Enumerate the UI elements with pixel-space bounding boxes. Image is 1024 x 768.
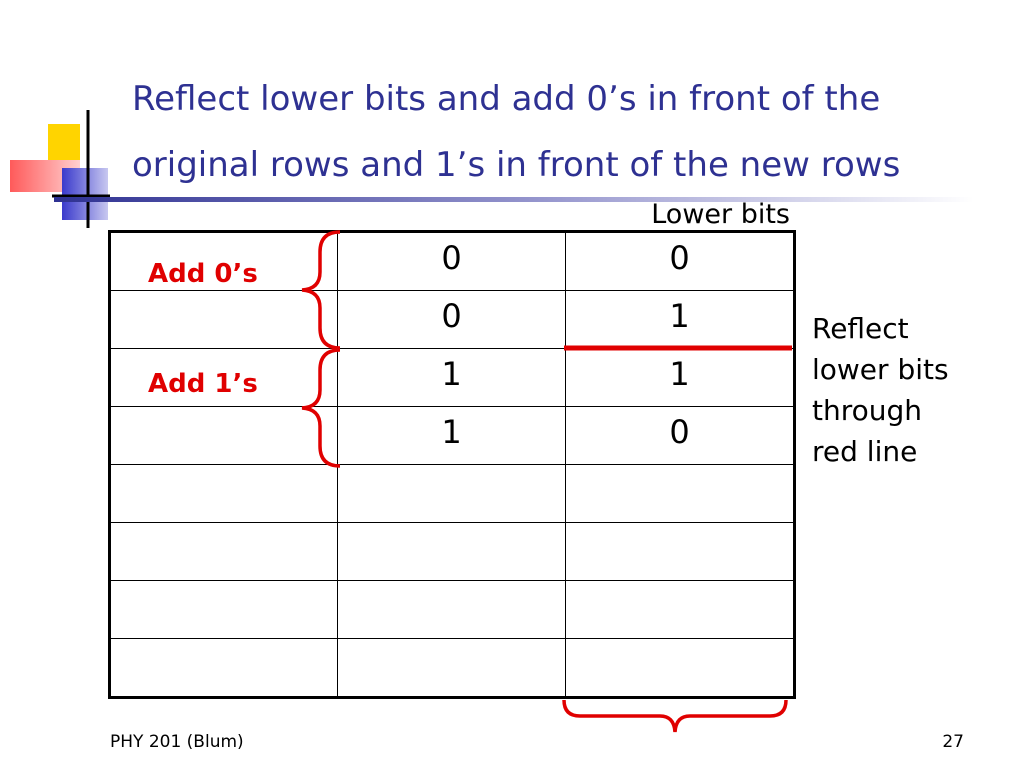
table-cell: 0 xyxy=(565,406,795,465)
page-number: 27 xyxy=(942,732,964,752)
slide-title: Reflect lower bits and add 0’s in front … xyxy=(132,66,1012,198)
table-cell xyxy=(565,522,795,581)
table-cell xyxy=(337,522,566,581)
table-cell: 1 xyxy=(565,348,795,407)
table-cell xyxy=(109,348,338,407)
footer-course: PHY 201 (Blum) xyxy=(110,732,244,752)
slide-title-line-2: original rows and 1’s in front of the ne… xyxy=(132,145,901,185)
table-cell: 1 xyxy=(337,406,566,465)
table-cell xyxy=(337,580,566,639)
title-underline xyxy=(54,197,974,202)
table-cell: 1 xyxy=(337,348,566,407)
table-cell: 0 xyxy=(565,231,795,291)
table-cell xyxy=(109,406,338,465)
table-cell xyxy=(565,638,795,698)
brace-lower-bits xyxy=(562,699,788,733)
table-cell xyxy=(109,290,338,349)
table-cell xyxy=(109,638,338,698)
table-cell xyxy=(565,464,795,523)
table-cell: 0 xyxy=(337,231,566,291)
add-ones-label: Add 1’s xyxy=(148,369,258,399)
table-cell xyxy=(109,464,338,523)
table-row xyxy=(109,580,795,639)
lower-bits-header: Lower bits xyxy=(651,199,790,230)
table-cell xyxy=(565,580,795,639)
table-cell xyxy=(109,522,338,581)
table-cell xyxy=(109,580,338,639)
table-cell xyxy=(109,231,338,291)
table-row xyxy=(109,464,795,523)
table-cell: 1 xyxy=(565,290,795,349)
table-cell xyxy=(337,638,566,698)
slide-logo-decoration xyxy=(10,110,110,228)
add-zeros-label: Add 0’s xyxy=(148,259,258,289)
reflect-note: Reflect lower bits through red line xyxy=(812,312,949,468)
table-row xyxy=(109,522,795,581)
table-row xyxy=(109,638,795,698)
table-cell xyxy=(337,464,566,523)
table-cell: 0 xyxy=(337,290,566,349)
slide-title-line-1: Reflect lower bits and add 0’s in front … xyxy=(132,79,881,119)
